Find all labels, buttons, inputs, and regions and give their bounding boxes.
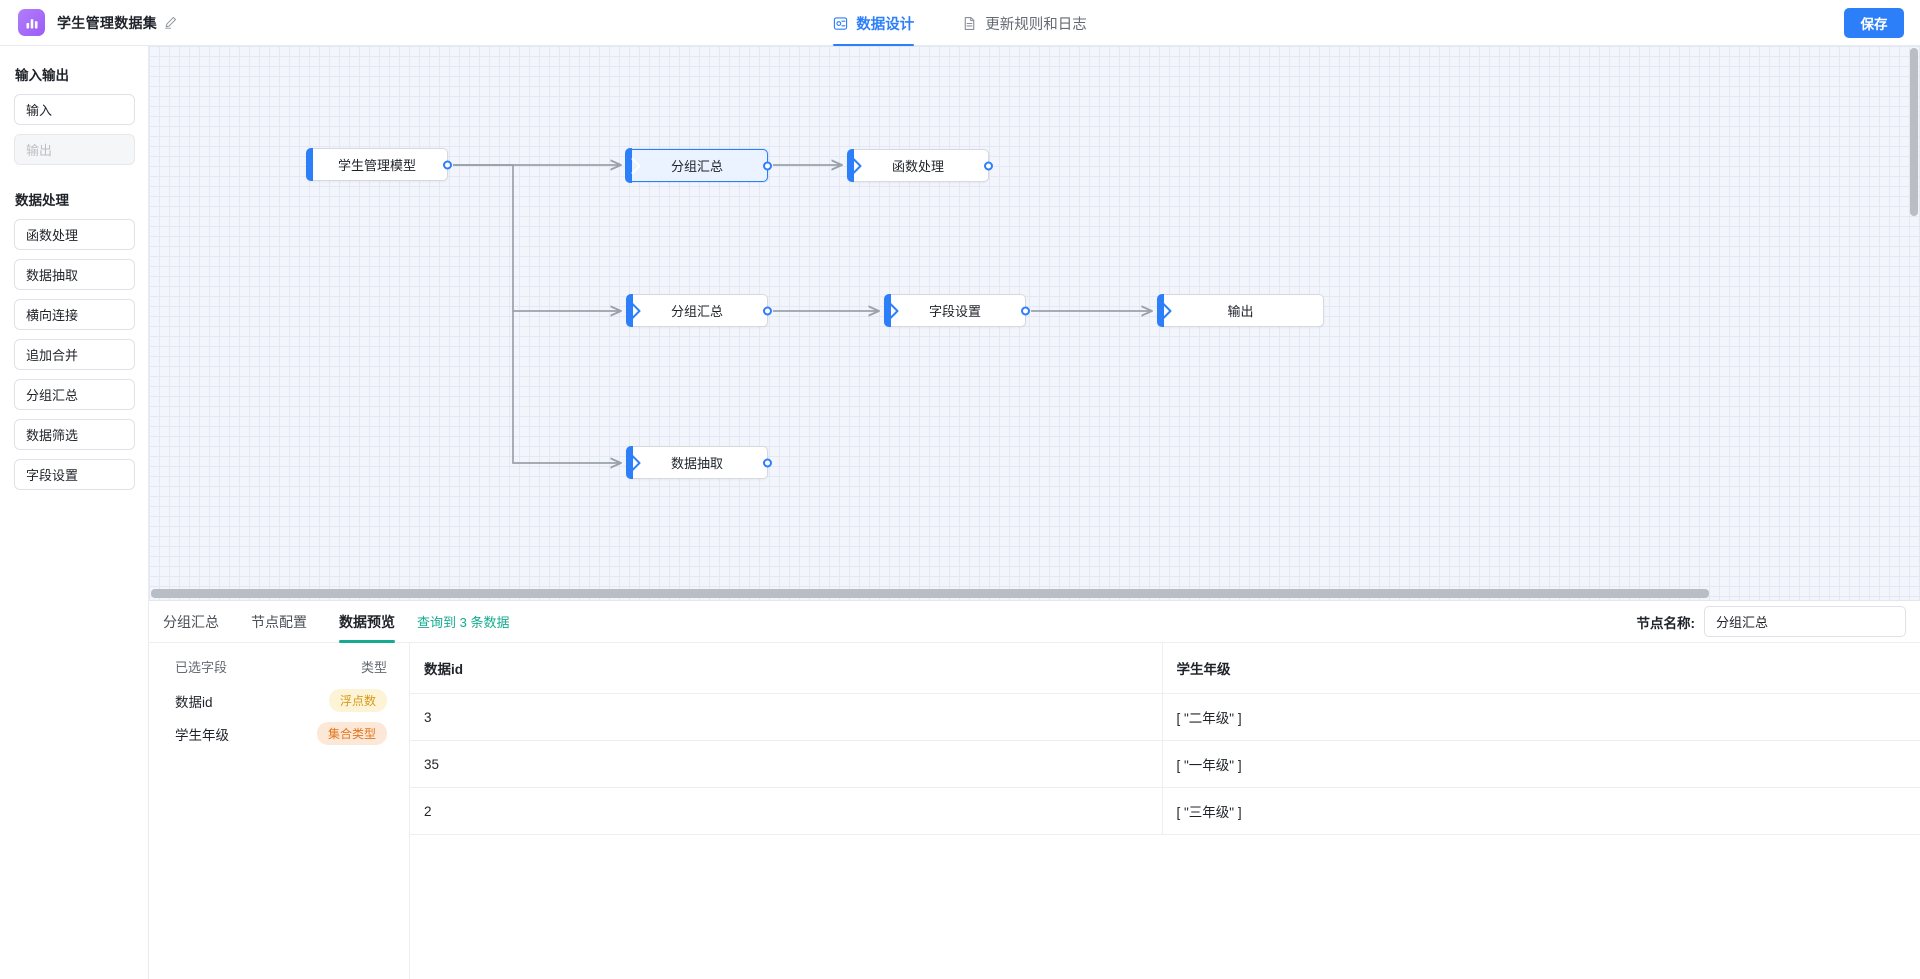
- table-cell-data-id: 35: [410, 740, 1162, 788]
- sidebar-item-output: 输出: [14, 134, 135, 165]
- brand: 学生管理数据集: [18, 9, 177, 36]
- node-output-port[interactable]: [763, 161, 772, 170]
- flow-node-label: 分组汇总: [670, 159, 723, 174]
- flow-node-data-extract[interactable]: 数据抽取: [626, 446, 772, 479]
- field-name: 学生年级: [175, 727, 229, 743]
- panel-tab-node-config[interactable]: 节点配置: [251, 613, 307, 630]
- sidebar-item-group-aggregate[interactable]: 分组汇总: [14, 379, 135, 410]
- node-output-port[interactable]: [984, 161, 993, 170]
- bar-chart-icon: [18, 9, 45, 36]
- sidebar: 输入输出 输入 输出 数据处理 函数处理 数据抽取 横向连接 追加合并 分组汇总…: [0, 46, 149, 979]
- data-design-icon: [833, 16, 848, 31]
- fields-header-name: 已选字段: [175, 660, 228, 675]
- panel-tab-group-aggregate[interactable]: 分组汇总: [163, 613, 219, 630]
- field-type-badge: 集合类型: [316, 722, 387, 745]
- node-name-field: 节点名称:: [1636, 606, 1906, 637]
- node-input-chevron-icon: [889, 302, 899, 319]
- flow-node-field-settings[interactable]: 字段设置: [884, 294, 1030, 327]
- table-header-row: 数据id 学生年级: [410, 643, 1920, 694]
- sidebar-item-data-extract[interactable]: 数据抽取: [14, 259, 135, 290]
- canvas-grid: [149, 46, 1920, 600]
- node-input-chevron-icon: [631, 454, 641, 471]
- node-input-bar: [1157, 294, 1164, 327]
- flow-edges: [453, 46, 1920, 600]
- node-name-label: 节点名称:: [1636, 615, 1696, 631]
- sidebar-item-input[interactable]: 输入: [14, 94, 135, 125]
- flow-node-label: 分组汇总: [670, 304, 723, 319]
- table-row[interactable]: 3 [ "二年级" ]: [410, 693, 1920, 741]
- table-row[interactable]: 2 [ "三年级" ]: [410, 787, 1920, 835]
- page-title: 学生管理数据集: [57, 14, 158, 31]
- node-input-bar: [625, 148, 633, 183]
- sidebar-item-field-settings[interactable]: 字段设置: [14, 459, 135, 490]
- flow-node-group-aggregate-2[interactable]: 分组汇总: [626, 294, 772, 327]
- flow-node-label: 字段设置: [928, 304, 981, 319]
- canvas-vertical-scrollbar[interactable]: [1910, 48, 1918, 216]
- panel-body: 已选字段 类型 数据id 浮点数 学生年级 集合类型 数据id 学生年级: [149, 643, 1920, 979]
- table-col-header-student-grade: 学生年级: [1161, 643, 1920, 694]
- field-row[interactable]: 数据id 浮点数: [163, 684, 395, 717]
- table-cell-data-id: 2: [410, 787, 1162, 835]
- table-col-header-data-id: 数据id: [410, 643, 1162, 694]
- sidebar-item-data-filter[interactable]: 数据筛选: [14, 419, 135, 450]
- pencil-icon[interactable]: [164, 16, 177, 29]
- flow-node-label: 输出: [1227, 304, 1254, 319]
- node-input-chevron-icon: [631, 302, 641, 319]
- node-name-input[interactable]: [1704, 606, 1906, 637]
- panel-tab-data-preview[interactable]: 数据预览: [339, 601, 395, 643]
- flow-canvas[interactable]: 学生管理模型 分组汇总 函数处理 分组汇总 字段设置 输出 数据抽取: [149, 46, 1920, 600]
- node-input-bar: [306, 148, 313, 181]
- fields-header: 已选字段 类型: [163, 655, 395, 684]
- flow-node-label: 学生管理模型: [337, 158, 416, 173]
- node-input-bar: [847, 149, 854, 182]
- node-output-port[interactable]: [1021, 306, 1030, 315]
- node-input-chevron-icon: [852, 157, 862, 174]
- field-name: 数据id: [175, 694, 213, 710]
- tab-data-design[interactable]: 数据设计: [831, 0, 916, 46]
- query-result-count: 查询到 3 条数据: [417, 615, 510, 630]
- sidebar-section-title-io: 输入输出: [15, 68, 69, 83]
- flow-node-function-process[interactable]: 函数处理: [847, 149, 993, 182]
- table-cell-student-grade: [ "三年级" ]: [1161, 787, 1920, 835]
- data-preview-table: 数据id 学生年级 3 [ "二年级" ] 35 [ "一年级" ] 2: [410, 643, 1920, 835]
- sidebar-section-title-processing: 数据处理: [15, 193, 69, 208]
- node-input-bar: [626, 446, 633, 479]
- node-input-bar: [884, 294, 891, 327]
- save-button[interactable]: 保存: [1844, 8, 1904, 38]
- sidebar-item-append-merge[interactable]: 追加合并: [14, 339, 135, 370]
- node-output-port[interactable]: [763, 458, 772, 467]
- field-type-badge: 浮点数: [328, 689, 387, 712]
- flow-node-group-aggregate-1[interactable]: 分组汇总: [625, 148, 772, 183]
- table-row[interactable]: 35 [ "一年级" ]: [410, 740, 1920, 788]
- node-input-chevron-icon: [631, 157, 641, 174]
- panel-tabs: 分组汇总 节点配置 数据预览 查询到 3 条数据 节点名称:: [149, 601, 1920, 643]
- sidebar-item-function-process[interactable]: 函数处理: [14, 219, 135, 250]
- top-bar: 学生管理数据集 数据设计: [0, 0, 1920, 46]
- node-input-chevron-icon: [1162, 302, 1172, 319]
- data-preview-table-pane: 数据id 学生年级 3 [ "二年级" ] 35 [ "一年级" ] 2: [410, 643, 1920, 979]
- node-output-port[interactable]: [443, 160, 452, 169]
- bottom-panel: 分组汇总 节点配置 数据预览 查询到 3 条数据 节点名称: 已选字段 类型 数…: [149, 600, 1920, 979]
- table-cell-data-id: 3: [410, 693, 1162, 741]
- document-icon: [962, 16, 977, 31]
- field-row[interactable]: 学生年级 集合类型: [163, 717, 395, 750]
- tab-data-design-label: 数据设计: [856, 16, 915, 33]
- flow-node-label: 数据抽取: [670, 456, 723, 471]
- flow-node-source[interactable]: 学生管理模型: [306, 148, 452, 181]
- canvas-horizontal-scrollbar[interactable]: [151, 589, 1709, 598]
- tab-update-rules-log-label: 更新规则和日志: [985, 16, 1087, 33]
- flow-node-label: 函数处理: [891, 159, 944, 174]
- node-output-port[interactable]: [763, 306, 772, 315]
- selected-fields-pane: 已选字段 类型 数据id 浮点数 学生年级 集合类型: [149, 643, 410, 979]
- flow-node-output[interactable]: 输出: [1157, 294, 1324, 327]
- tab-update-rules-log[interactable]: 更新规则和日志: [960, 0, 1089, 46]
- sidebar-item-horizontal-join[interactable]: 横向连接: [14, 299, 135, 330]
- table-cell-student-grade: [ "二年级" ]: [1161, 693, 1920, 741]
- table-cell-student-grade: [ "一年级" ]: [1161, 740, 1920, 788]
- node-input-bar: [626, 294, 633, 327]
- header-tabs: 数据设计 更新规则和日志: [0, 0, 1920, 46]
- fields-header-type: 类型: [360, 660, 387, 675]
